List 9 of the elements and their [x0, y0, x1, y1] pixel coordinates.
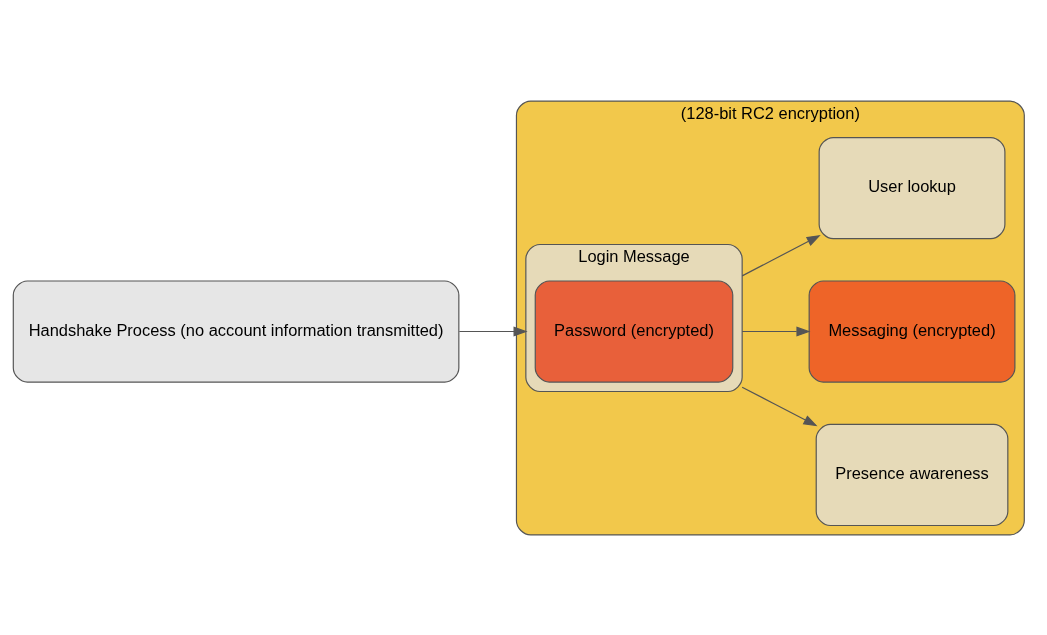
node-box: Password (encrypted): [534, 279, 734, 383]
arrow: [741, 234, 821, 276]
node-box: Presence awareness: [815, 423, 1009, 526]
arrow: [741, 386, 818, 426]
node-box: User lookup: [818, 136, 1006, 239]
node-box: Handshake Process (no account information transmitted): [12, 279, 460, 383]
arrow: [741, 326, 811, 336]
arrow: [458, 326, 528, 336]
node-box: Messaging (encrypted): [808, 279, 1016, 383]
